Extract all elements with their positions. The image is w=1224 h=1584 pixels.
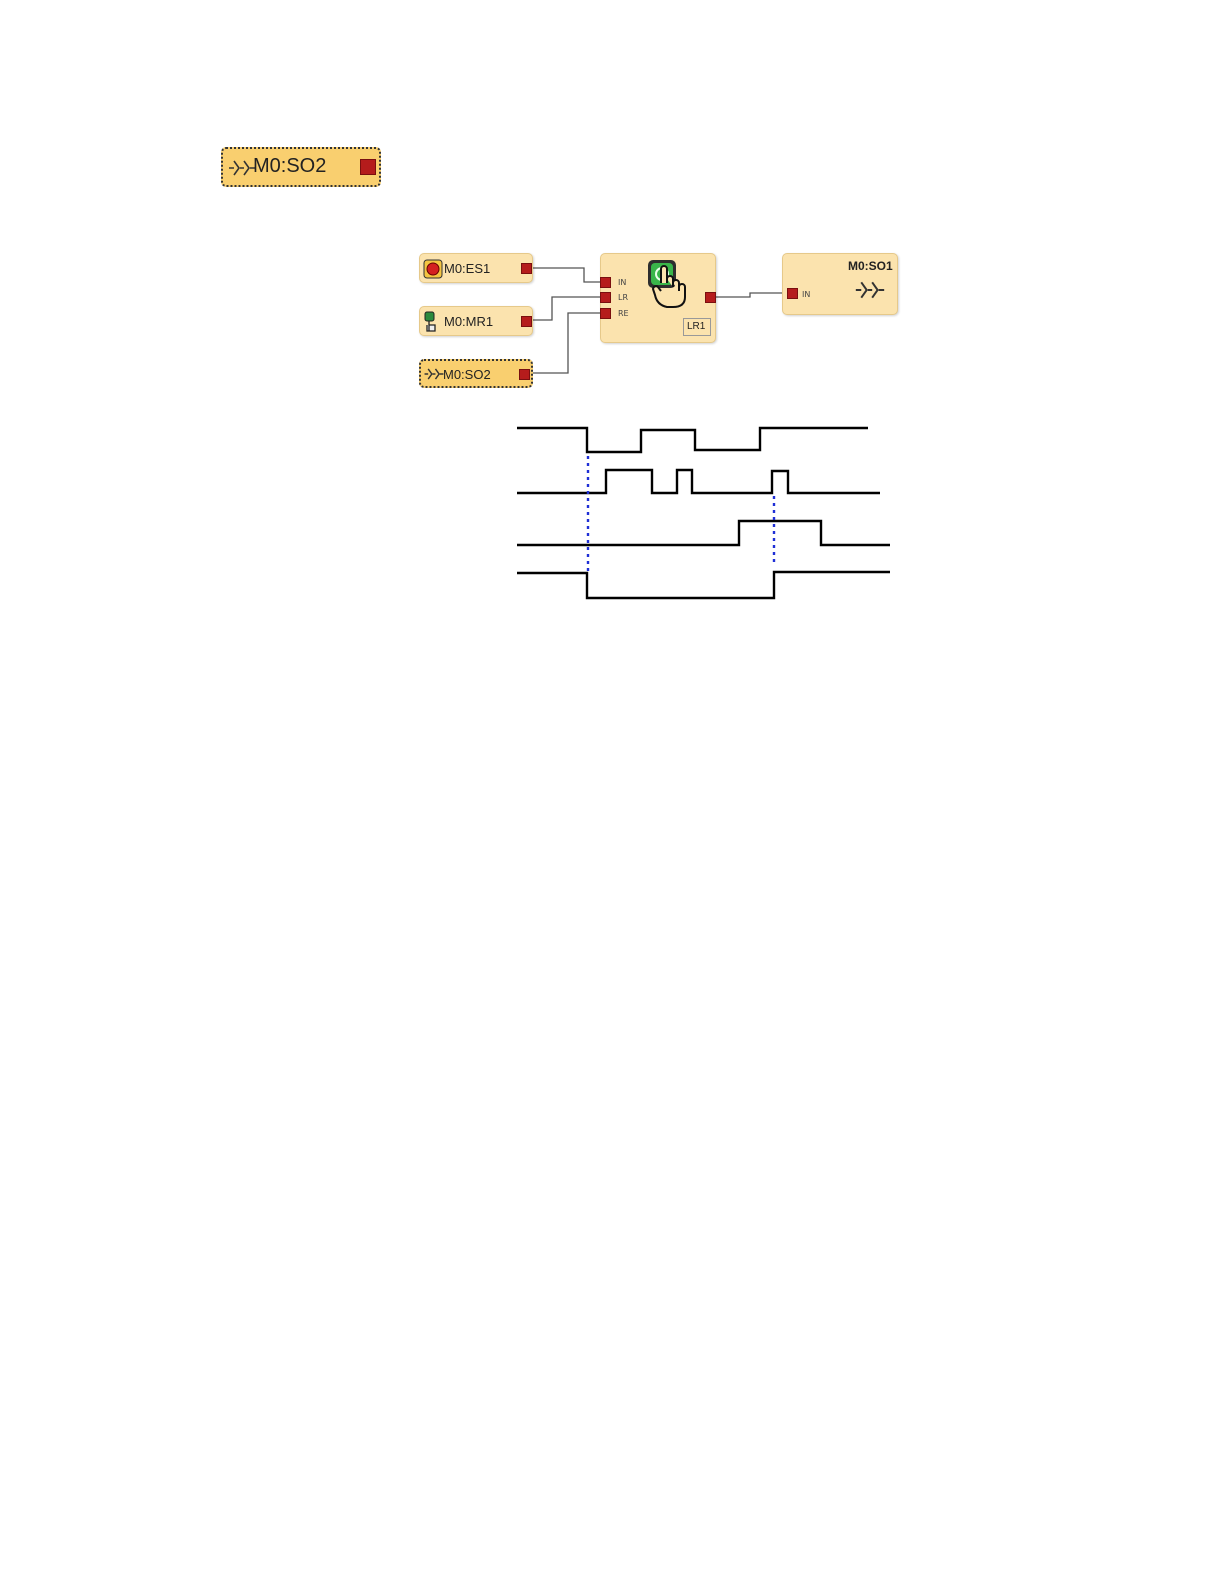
waveform-so1-output [517, 572, 890, 598]
waveform-mr1 [517, 470, 880, 493]
waveform-es1 [517, 428, 868, 452]
waveform-so2 [517, 521, 890, 545]
